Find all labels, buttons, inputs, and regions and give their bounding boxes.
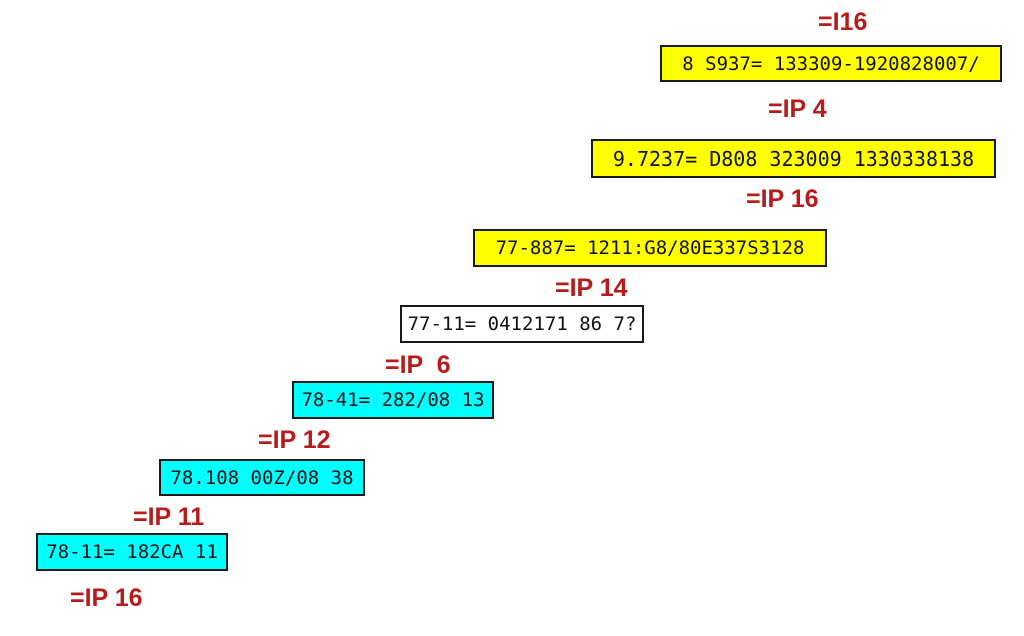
ip-label-0: =I16 (818, 8, 868, 36)
ip-label-6: =IP 11 (133, 503, 205, 531)
ip-label-4: =IP 6 (385, 351, 451, 379)
value-box-0: 8 S937= 133309-1920828007/ (660, 45, 1002, 82)
ip-label-2: =IP 16 (746, 185, 819, 213)
ip-label-1: =IP 4 (768, 95, 827, 123)
value-box-3: 77-11= 0412171 86 7? (400, 305, 644, 343)
value-box-6: 78-11= 182CA 11 (36, 533, 228, 571)
value-box-1: 9.7237= D808 323009 1330338138 (591, 139, 996, 178)
ip-label-7: =IP 16 (70, 584, 143, 612)
value-box-2: 77-887= 1211:G8/80E337S3128 (473, 229, 827, 267)
value-box-4: 78-41= 282/08 13 (292, 381, 494, 419)
ip-label-3: =IP 14 (555, 274, 628, 302)
ip-label-5: =IP 12 (258, 426, 331, 454)
value-box-5: 78.108 00Z/08 38 (159, 459, 365, 496)
